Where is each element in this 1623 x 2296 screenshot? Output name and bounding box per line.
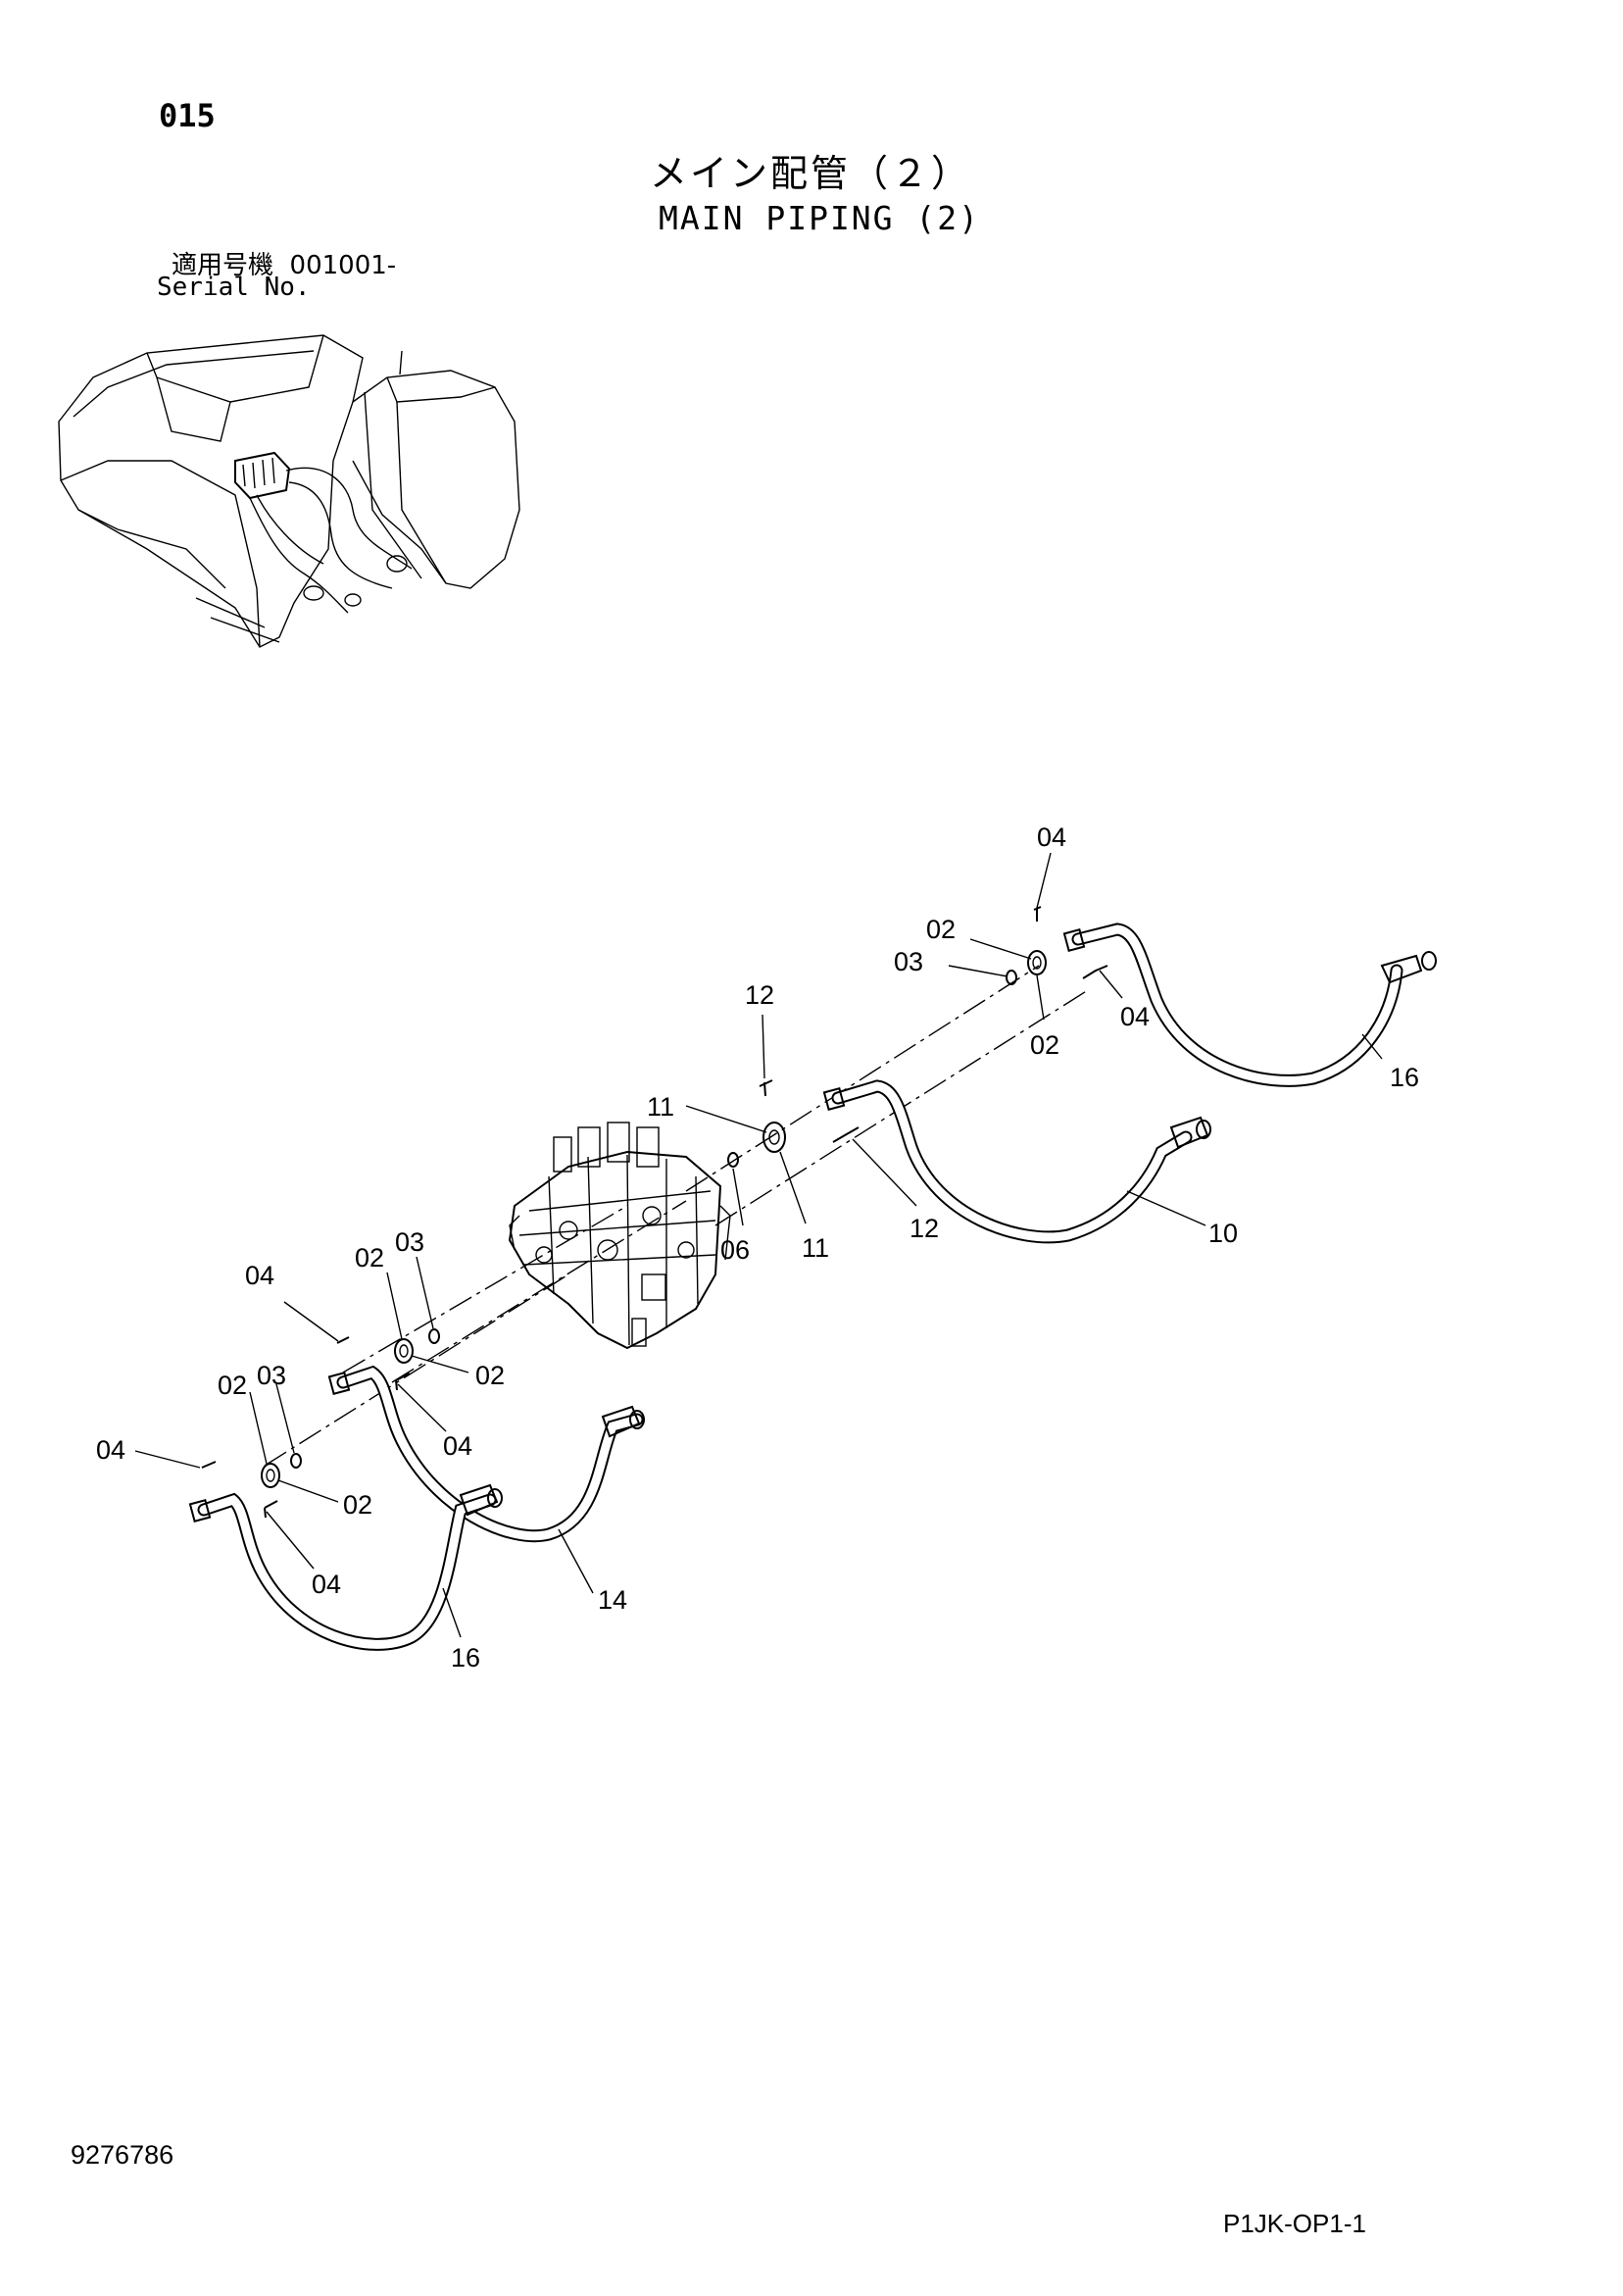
control-valve bbox=[508, 1122, 731, 1350]
serial-label-english: Serial No. bbox=[157, 273, 311, 302]
callout-label: 03 bbox=[395, 1227, 424, 1257]
page-code: P1JK-OP1-1 bbox=[1223, 2209, 1366, 2238]
callout-label: 03 bbox=[894, 947, 923, 976]
callout-label: 16 bbox=[451, 1643, 480, 1672]
callout-label: 02 bbox=[1030, 1030, 1059, 1060]
callout-label: 02 bbox=[218, 1371, 247, 1400]
callout-label: 02 bbox=[355, 1243, 384, 1273]
callout-label: 11 bbox=[647, 1092, 674, 1122]
hose-16-upper bbox=[1062, 923, 1437, 1087]
document-number: 9276786 bbox=[71, 2140, 174, 2170]
hose-14 bbox=[327, 1365, 645, 1543]
serial-value: 001001- bbox=[289, 251, 397, 280]
callout-label: 04 bbox=[1120, 1002, 1150, 1031]
callout-label: 04 bbox=[1037, 823, 1066, 852]
hose-16-lower bbox=[188, 1483, 503, 1651]
page-title-english: MAIN PIPING (2) bbox=[659, 199, 981, 237]
serial-label-japanese: 適用号機 001001- bbox=[172, 253, 396, 278]
callout-label: 02 bbox=[343, 1490, 372, 1520]
callout-label: 12 bbox=[745, 980, 774, 1010]
callout-label: 04 bbox=[245, 1261, 274, 1290]
callout-label: 02 bbox=[926, 915, 956, 944]
callout-label: 10 bbox=[1208, 1219, 1238, 1248]
leader-lines bbox=[134, 852, 1383, 1638]
callout-label: 04 bbox=[96, 1435, 125, 1465]
callout-label: 06 bbox=[720, 1235, 750, 1265]
callout-label: 03 bbox=[257, 1361, 286, 1390]
callout-label: 11 bbox=[802, 1233, 829, 1263]
fittings-upper bbox=[727, 906, 1108, 1168]
fittings-lower bbox=[201, 1328, 440, 1519]
page-number: 015 bbox=[159, 97, 216, 134]
callout-labels: 04 02 03 04 02 16 12 11 06 11 12 10 04 0… bbox=[96, 823, 1419, 1672]
callout-label: 02 bbox=[475, 1361, 505, 1390]
callout-label: 16 bbox=[1390, 1063, 1419, 1092]
page-title-japanese: メイン配管（２） bbox=[650, 152, 972, 195]
callout-label: 12 bbox=[910, 1214, 939, 1243]
callout-label: 04 bbox=[312, 1570, 341, 1599]
callout-label: 04 bbox=[443, 1431, 472, 1461]
hose-10 bbox=[822, 1079, 1211, 1244]
machine-overview-illustration bbox=[58, 334, 520, 648]
serial-label-jp-text: 適用号機 bbox=[172, 251, 274, 280]
callout-label: 14 bbox=[598, 1585, 627, 1615]
